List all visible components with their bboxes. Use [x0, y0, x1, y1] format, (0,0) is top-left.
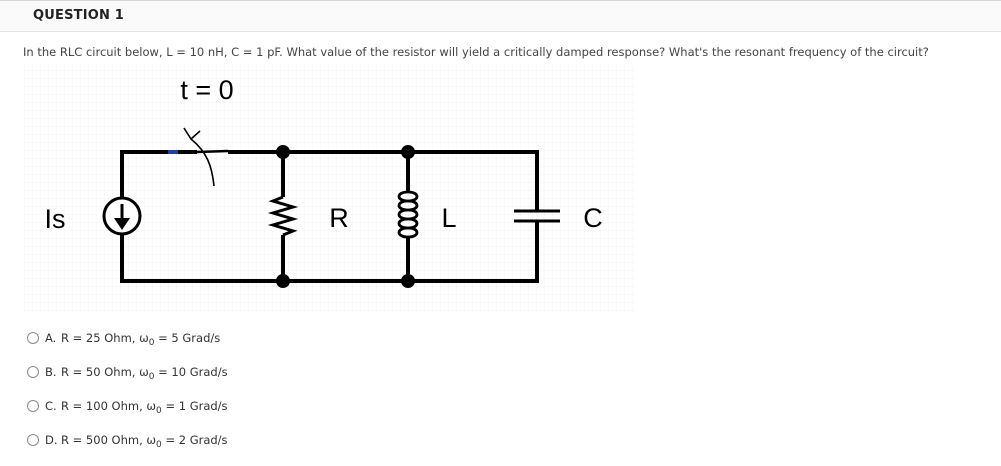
option-b-text: R = 50 Ohm, ω0 = 10 Grad/s [61, 365, 228, 382]
inductor-coil [397, 190, 419, 239]
radio-d[interactable] [27, 434, 39, 446]
radio-c[interactable] [27, 400, 39, 412]
option-a-letter: A. [45, 331, 57, 345]
radio-a[interactable] [27, 332, 39, 344]
switch-arrowhead [183, 127, 201, 141]
switch-blade [196, 149, 229, 154]
option-d-letter: D. [45, 433, 58, 447]
switch-arrow [190, 138, 215, 187]
question-header: QUESTION 1 [0, 1, 1001, 32]
node-resistor-bottom [276, 274, 290, 288]
resistor-label: R [329, 203, 349, 233]
option-a-text: R = 25 Ohm, ω0 = 5 Grad/s [61, 331, 221, 348]
current-source-arrowhead [114, 218, 130, 230]
node-inductor-bottom [401, 274, 415, 288]
resistor-zigzag [267, 195, 299, 237]
circuit-diagram: t = 0 Is R L C [22, 64, 634, 314]
question-text: In the RLC circuit below, L = 10 nH, C =… [23, 45, 929, 59]
source-label: Is [44, 204, 65, 234]
option-c-letter: C. [45, 399, 57, 413]
radio-b[interactable] [27, 366, 39, 378]
inductor-label: L [441, 203, 456, 233]
switch-label: t = 0 [180, 75, 233, 105]
question-title: QUESTION 1 [33, 8, 125, 23]
option-b-letter: B. [45, 365, 57, 379]
node-inductor-top [401, 145, 415, 159]
option-c-text: R = 100 Ohm, ω0 = 1 Grad/s [61, 399, 228, 416]
capacitor-label: C [583, 203, 603, 233]
option-d-text: R = 500 Ohm, ω0 = 2 Grad/s [61, 433, 228, 450]
top-divider [0, 0, 1001, 1]
node-resistor-top [276, 145, 290, 159]
grid-background [22, 64, 634, 314]
